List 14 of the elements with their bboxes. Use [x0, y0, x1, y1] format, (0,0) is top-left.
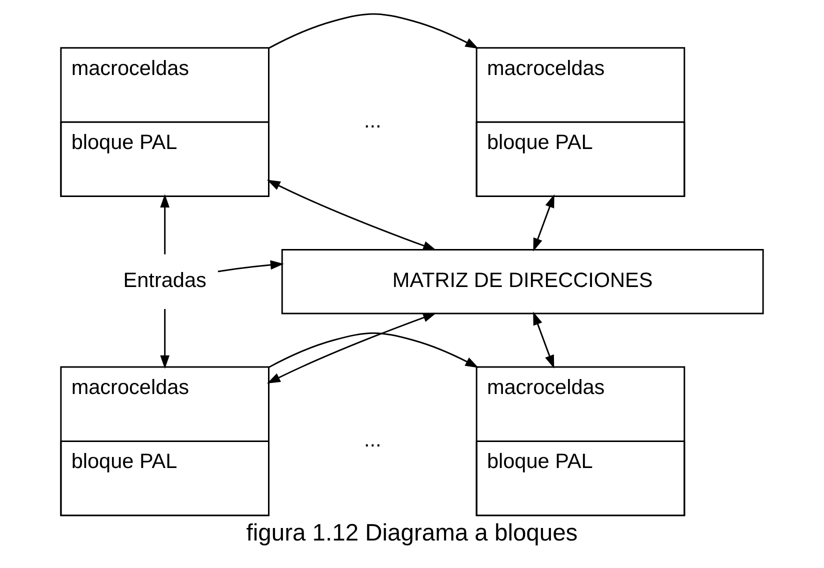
label: ...: [364, 428, 382, 452]
arrow: [266, 180, 436, 250]
arrow: [218, 260, 284, 272]
arrow: [268, 332, 479, 368]
label: ...: [364, 110, 382, 133]
arrow: [266, 312, 436, 384]
arrow: [533, 194, 554, 252]
node-box: MATRIZ DE DIRECCIONES: [281, 248, 764, 314]
node-text: Entradas: [123, 269, 206, 292]
arrow: [160, 194, 170, 254]
arrow: [533, 312, 554, 368]
caption: figura 1.12 Diagrama a bloques: [246, 519, 578, 546]
arrow: [160, 308, 170, 369]
arrow: [268, 13, 479, 49]
